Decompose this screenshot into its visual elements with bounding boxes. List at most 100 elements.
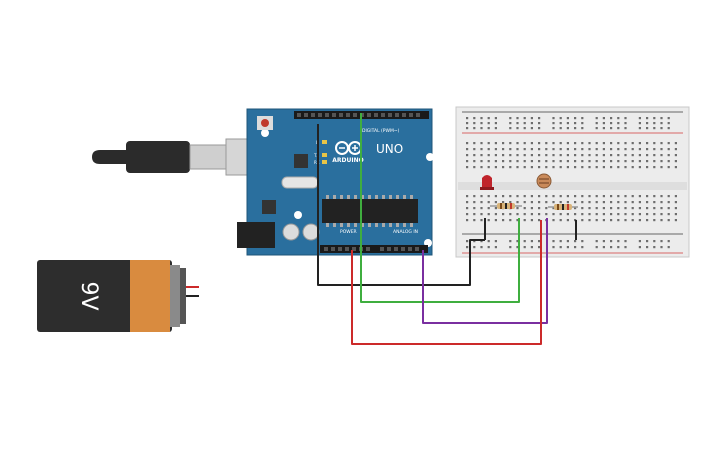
breadboard-hole[interactable] xyxy=(466,160,469,163)
breadboard-hole[interactable] xyxy=(631,213,634,216)
breadboard-hole[interactable] xyxy=(466,207,469,210)
breadboard-hole[interactable] xyxy=(646,117,649,120)
breadboard-hole[interactable] xyxy=(566,246,569,249)
breadboard-hole[interactable] xyxy=(653,160,656,163)
breadboard-hole[interactable] xyxy=(667,240,670,243)
breadboard-hole[interactable] xyxy=(502,166,505,169)
breadboard-hole[interactable] xyxy=(638,219,641,222)
breadboard-hole[interactable] xyxy=(516,240,519,243)
breadboard-hole[interactable] xyxy=(617,201,620,204)
breadboard-hole[interactable] xyxy=(473,148,476,151)
breadboard-hole[interactable] xyxy=(538,127,541,130)
breadboard-hole[interactable] xyxy=(574,166,577,169)
usb-cable[interactable] xyxy=(92,138,251,176)
breadboard-hole[interactable] xyxy=(631,195,634,198)
breadboard-hole[interactable] xyxy=(588,195,591,198)
breadboard-hole[interactable] xyxy=(646,219,649,222)
breadboard-hole[interactable] xyxy=(574,122,577,125)
breadboard-hole[interactable] xyxy=(480,160,483,163)
breadboard-hole[interactable] xyxy=(631,142,634,145)
breadboard-hole[interactable] xyxy=(516,142,519,145)
breadboard-hole[interactable] xyxy=(530,142,533,145)
breadboard-hole[interactable] xyxy=(617,127,620,130)
breadboard-hole[interactable] xyxy=(617,166,620,169)
breadboard-hole[interactable] xyxy=(660,240,663,243)
breadboard-hole[interactable] xyxy=(667,166,670,169)
breadboard-hole[interactable] xyxy=(523,219,526,222)
breadboard-hole[interactable] xyxy=(487,166,490,169)
breadboard-hole[interactable] xyxy=(523,246,526,249)
wire-green-signal[interactable] xyxy=(360,113,520,303)
breadboard-hole[interactable] xyxy=(487,117,490,120)
breadboard-hole[interactable] xyxy=(530,117,533,120)
breadboard-hole[interactable] xyxy=(487,207,490,210)
breadboard-hole[interactable] xyxy=(617,195,620,198)
breadboard-hole[interactable] xyxy=(559,240,562,243)
breadboard-hole[interactable] xyxy=(509,166,512,169)
breadboard-hole[interactable] xyxy=(473,219,476,222)
breadboard-hole[interactable] xyxy=(473,207,476,210)
breadboard-hole[interactable] xyxy=(538,166,541,169)
breadboard-hole[interactable] xyxy=(617,240,620,243)
breadboard-hole[interactable] xyxy=(473,246,476,249)
breadboard-hole[interactable] xyxy=(466,246,469,249)
breadboard-hole[interactable] xyxy=(653,127,656,130)
breadboard-hole[interactable] xyxy=(588,219,591,222)
breadboard-hole[interactable] xyxy=(559,127,562,130)
breadboard-hole[interactable] xyxy=(487,148,490,151)
breadboard-hole[interactable] xyxy=(595,122,598,125)
breadboard-hole[interactable] xyxy=(516,213,519,216)
breadboard-hole[interactable] xyxy=(538,201,541,204)
breadboard-hole[interactable] xyxy=(595,127,598,130)
breadboard-hole[interactable] xyxy=(545,160,548,163)
breadboard-hole[interactable] xyxy=(667,122,670,125)
breadboard-hole[interactable] xyxy=(516,166,519,169)
breadboard-hole[interactable] xyxy=(509,122,512,125)
breadboard-hole[interactable] xyxy=(638,201,641,204)
breadboard-hole[interactable] xyxy=(624,201,627,204)
breadboard-hole[interactable] xyxy=(638,148,641,151)
breadboard-hole[interactable] xyxy=(502,154,505,157)
breadboard-hole[interactable] xyxy=(574,213,577,216)
breadboard-hole[interactable] xyxy=(530,148,533,151)
breadboard-hole[interactable] xyxy=(581,127,584,130)
breadboard-hole[interactable] xyxy=(523,213,526,216)
breadboard-hole[interactable] xyxy=(595,154,598,157)
breadboard-hole[interactable] xyxy=(552,117,555,120)
red-led[interactable] xyxy=(480,175,494,190)
breadboard-hole[interactable] xyxy=(574,142,577,145)
breadboard-hole[interactable] xyxy=(552,122,555,125)
breadboard-hole[interactable] xyxy=(566,148,569,151)
breadboard-hole[interactable] xyxy=(494,154,497,157)
breadboard-hole[interactable] xyxy=(610,154,613,157)
breadboard-hole[interactable] xyxy=(523,127,526,130)
breadboard-hole[interactable] xyxy=(509,219,512,222)
breadboard-hole[interactable] xyxy=(494,142,497,145)
breadboard-hole[interactable] xyxy=(473,166,476,169)
breadboard-hole[interactable] xyxy=(624,142,627,145)
breadboard-hole[interactable] xyxy=(545,142,548,145)
breadboard-hole[interactable] xyxy=(538,148,541,151)
breadboard-hole[interactable] xyxy=(538,154,541,157)
breadboard-hole[interactable] xyxy=(660,213,663,216)
breadboard-hole[interactable] xyxy=(530,166,533,169)
breadboard-hole[interactable] xyxy=(574,246,577,249)
breadboard-hole[interactable] xyxy=(660,117,663,120)
breadboard-hole[interactable] xyxy=(538,240,541,243)
breadboard-hole[interactable] xyxy=(509,117,512,120)
breadboard-hole[interactable] xyxy=(487,127,490,130)
breadboard-hole[interactable] xyxy=(653,117,656,120)
breadboard-hole[interactable] xyxy=(581,246,584,249)
breadboard-hole[interactable] xyxy=(638,117,641,120)
breadboard-hole[interactable] xyxy=(494,240,497,243)
breadboard-hole[interactable] xyxy=(538,122,541,125)
breadboard-hole[interactable] xyxy=(595,201,598,204)
breadboard-hole[interactable] xyxy=(674,148,677,151)
breadboard-hole[interactable] xyxy=(631,148,634,151)
breadboard[interactable] xyxy=(455,106,690,258)
breadboard-hole[interactable] xyxy=(638,195,641,198)
breadboard-hole[interactable] xyxy=(638,213,641,216)
breadboard-hole[interactable] xyxy=(538,213,541,216)
breadboard-hole[interactable] xyxy=(610,201,613,204)
arduino-uno-board[interactable]: ARDUINO UNO DIGITAL (PWM~) POWER ANALOG … xyxy=(237,108,434,256)
